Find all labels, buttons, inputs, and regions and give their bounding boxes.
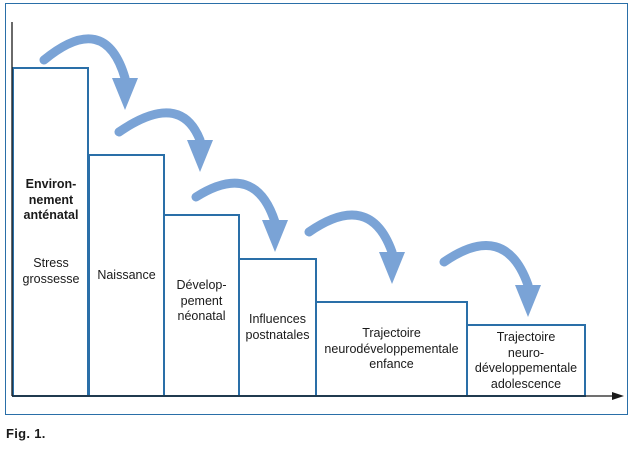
stage-5-label: Trajectoire neurodéveloppementale enfanc… [324, 326, 459, 371]
transition-arrowhead-1 [112, 78, 138, 110]
figure-frame [5, 3, 628, 415]
transition-arrowhead-3 [262, 220, 288, 252]
transition-arrow-2 [114, 108, 205, 145]
figure-caption: Fig. 1. [6, 426, 46, 441]
x-axis-arrowhead [612, 392, 624, 400]
transition-arrowhead-2 [187, 140, 213, 172]
stage-1-label: Stress grossesse [22, 256, 80, 286]
transition-arrow-3 [191, 178, 280, 227]
stage-3-label: Dévelop- pement néonatal [176, 278, 227, 323]
transition-arrow-1 [39, 34, 130, 83]
stage-2-label: Naissance [97, 268, 156, 282]
transition-arrow-4 [304, 210, 397, 257]
transition-arrow-5 [439, 241, 533, 290]
transition-arrowhead-5 [515, 285, 541, 317]
stage-1-heading: Environ- nement anténatal [23, 177, 79, 222]
stage-4-label: Influences postnatales [245, 312, 310, 342]
stage-6-label: Trajectoire neuro- développementale adol… [474, 330, 578, 391]
stage-box-6 [466, 324, 586, 397]
stage-box-2 [88, 154, 165, 397]
stage-box-4 [238, 258, 317, 397]
transition-arrowhead-4 [379, 252, 405, 284]
stage-box-1 [12, 67, 89, 397]
